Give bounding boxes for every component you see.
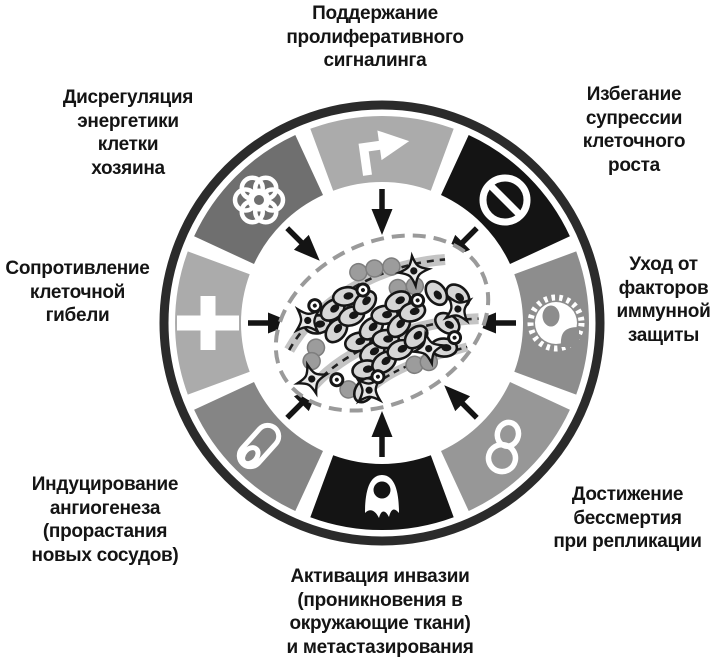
label-cell-death-resistance: Сопротивление клеточной гибели (5, 258, 150, 327)
label-invasion-metastasis: Активация инвазии (проникновения в окруж… (286, 566, 474, 658)
turn-right-arrow-icon (358, 130, 410, 176)
label-angiogenesis: Индуцирование ангиогенеза (прорастания н… (31, 474, 179, 566)
figure-eight-icon (485, 419, 522, 475)
blood-vessel-icon (236, 422, 282, 470)
label-energetics-deregulation: Дисрегуляция энергетики клетки хозяина (62, 87, 194, 179)
label-immune-evasion: Уход от факторов иммунной защиты (616, 254, 711, 346)
invading-cell-icon (365, 475, 399, 518)
immune-cell-icon (527, 294, 585, 352)
segment-angiogenesis (194, 382, 323, 511)
no-entry-icon (479, 174, 531, 226)
label-proliferative-signaling: Поддержание пролиферативного сигналинга (286, 3, 464, 72)
cross-icon (177, 296, 239, 350)
label-replicative-immortality: Достижение бессмертия при репликации (553, 484, 702, 553)
hallmarks-wheel (159, 100, 605, 546)
tumor-illustration (273, 233, 491, 413)
atom-icon (232, 175, 286, 225)
label-growth-suppressor-evasion: Избегание супрессии клеточного роста (582, 84, 686, 176)
